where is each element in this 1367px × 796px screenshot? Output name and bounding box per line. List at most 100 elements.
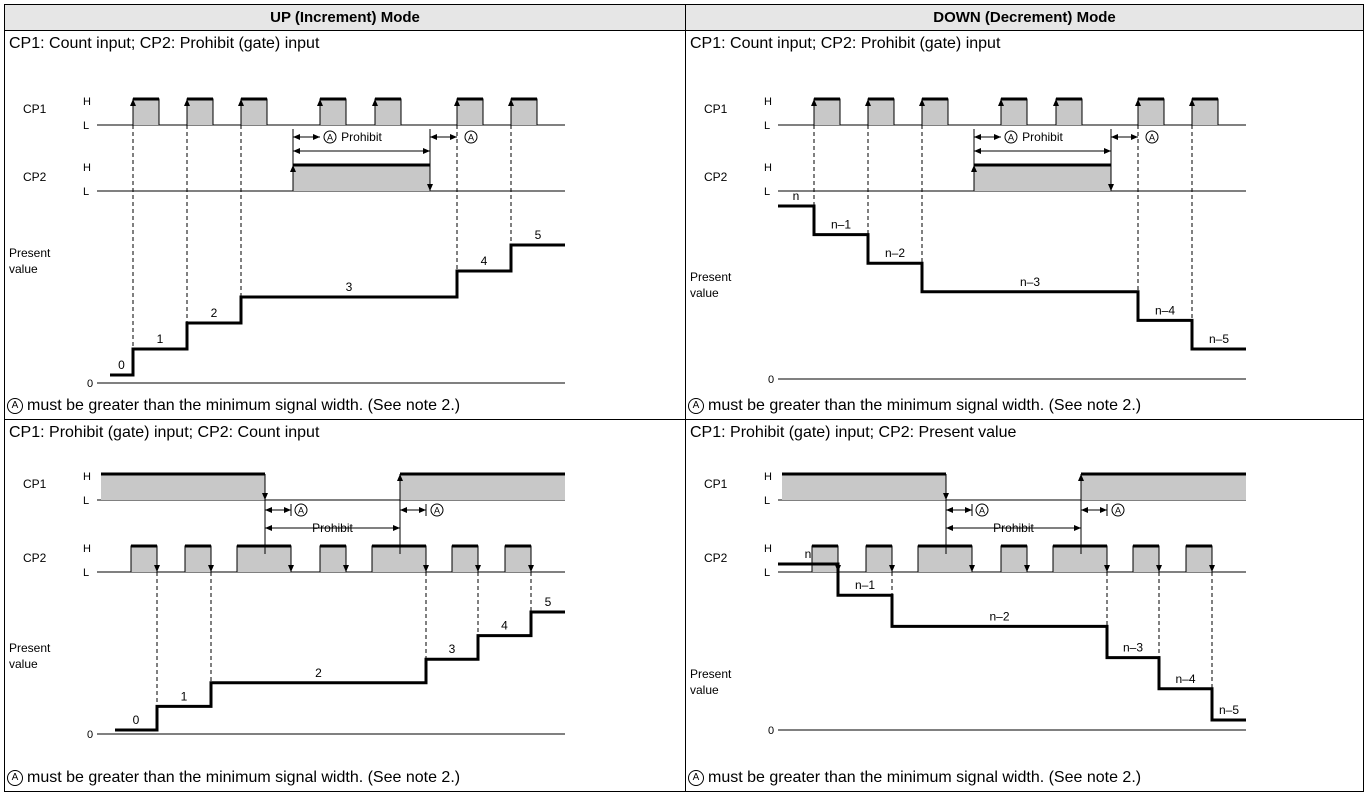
a-width-arrow-head-right [965, 507, 972, 513]
cp2-pulse [1053, 546, 1107, 572]
step-label: 2 [315, 666, 322, 680]
cp1-rising-arrow [811, 99, 817, 106]
cp2-low-label: L [83, 567, 89, 579]
cp1-label: CP1 [704, 477, 728, 491]
cp2-low-label: L [764, 567, 770, 579]
cp1-rising-arrow [1189, 99, 1195, 106]
cp2-falling-arrow [1024, 565, 1030, 572]
cp1-rising-arrow [397, 474, 403, 481]
cp1-rising-arrow [238, 99, 244, 106]
cp2-falling-arrow [154, 565, 160, 572]
cp1-pulse [1056, 99, 1082, 125]
a-width-arrow-head-left [974, 134, 981, 140]
cp1-rising-arrow [1078, 474, 1084, 481]
cp2-low-label: L [83, 186, 89, 198]
value-label: value [690, 683, 719, 697]
header-up-mode: UP (Increment) Mode [5, 5, 686, 31]
timing-chart-table: UP (Increment) Mode DOWN (Decrement) Mod… [4, 4, 1364, 792]
cp1-pulse [868, 99, 894, 125]
cp2-high-label: H [764, 162, 772, 174]
cp2-pulse [237, 546, 291, 572]
step-label: 1 [157, 332, 164, 346]
step-label: 1 [181, 689, 188, 703]
a-width-arrow-head-right [284, 507, 291, 513]
present-value-line [778, 562, 1246, 722]
prohibit-span-arrow-head-right [423, 148, 430, 154]
a-width-arrow-head-right [994, 134, 1001, 140]
circle-a-icon: A [688, 770, 704, 786]
circle-a-icon: A [7, 770, 23, 786]
cp1-pulse [1001, 99, 1027, 125]
cp1-low-label: L [764, 120, 770, 132]
panel-title: CP1: Prohibit (gate) input; CP2: Present… [690, 424, 1017, 441]
cp1-pulse [457, 99, 483, 125]
circle-a-label: A [327, 133, 333, 143]
step-label: n–3 [1123, 641, 1143, 655]
cp1-gate-block [782, 474, 946, 500]
step-label: n–4 [1155, 303, 1175, 317]
a-width-arrow-head-right [419, 507, 426, 513]
cp2-pulse [131, 546, 157, 572]
cp2-falling-arrow [1156, 565, 1162, 572]
cp1-low-label: L [764, 495, 770, 507]
cp2-falling-arrow [889, 565, 895, 572]
cp2-pulse [185, 546, 211, 572]
cp2-high-label: H [764, 543, 772, 555]
cp1-pulse [241, 99, 267, 125]
cp2-falling-arrow [1104, 565, 1110, 572]
circle-a-icon [323, 130, 337, 144]
step-label: n–5 [1209, 332, 1229, 346]
circle-a-label: A [979, 506, 985, 516]
cp1-label: CP1 [23, 477, 47, 491]
panel-up-count-cp2: CP1: Prohibit (gate) input; CP2: Count i… [5, 420, 686, 791]
cp2-falling-arrow [475, 565, 481, 572]
step-label: n–2 [885, 246, 905, 260]
circle-a-label: A [434, 506, 440, 516]
cp2-pulse [452, 546, 478, 572]
header-down-mode: DOWN (Decrement) Mode [686, 5, 1363, 31]
cp1-rising-arrow [865, 99, 871, 106]
cp1-rising-arrow [130, 99, 136, 106]
panel-down-count-cp1: CP1: Count input; CP2: Prohibit (gate) i… [686, 31, 1363, 420]
cp2-falling-arrow [427, 184, 433, 191]
step-label: n [793, 189, 800, 203]
cp1-pulse [1192, 99, 1218, 125]
cp1-pulse [814, 99, 840, 125]
cp2-falling-arrow [1209, 565, 1215, 572]
cp1-pulse [133, 99, 159, 125]
prohibit-label: Prohibit [1022, 130, 1063, 144]
cp2-prohibit-block [293, 165, 430, 191]
cp2-falling-arrow [1108, 184, 1114, 191]
step-label: 3 [449, 642, 456, 656]
cp1-high-label: H [764, 96, 772, 108]
present-label: Present [690, 667, 732, 681]
cp2-pulse [812, 546, 838, 572]
circle-a-icon [464, 130, 478, 144]
step-label: n–1 [855, 578, 875, 592]
step-label: 0 [133, 713, 140, 727]
zero-label: 0 [768, 374, 774, 386]
value-label: value [9, 262, 38, 276]
present-label: Present [9, 246, 51, 260]
cp2-rising-arrow [971, 165, 977, 172]
panel-title: CP1: Count input; CP2: Prohibit (gate) i… [9, 35, 320, 52]
a-width-arrow-head-left [1111, 134, 1118, 140]
a-width-arrow-head-left [293, 134, 300, 140]
step-label: 4 [501, 619, 508, 633]
cp2-pulse [320, 546, 346, 572]
cp2-high-label: H [83, 543, 91, 555]
cp2-falling-arrow [528, 565, 534, 572]
cp2-label: CP2 [704, 551, 728, 565]
circle-a-label: A [1008, 133, 1014, 143]
circle-a-label: A [468, 133, 474, 143]
cp1-rising-arrow [454, 99, 460, 106]
cp1-rising-arrow [1053, 99, 1059, 106]
zero-label: 0 [768, 725, 774, 737]
step-label: 4 [481, 254, 488, 268]
cp1-rising-arrow [184, 99, 190, 106]
cp1-high-label: H [83, 96, 91, 108]
panel-title: CP1: Count input; CP2: Prohibit (gate) i… [690, 35, 1001, 52]
step-label: n–4 [1175, 672, 1195, 686]
prohibit-span-arrow-head-left [293, 148, 300, 154]
